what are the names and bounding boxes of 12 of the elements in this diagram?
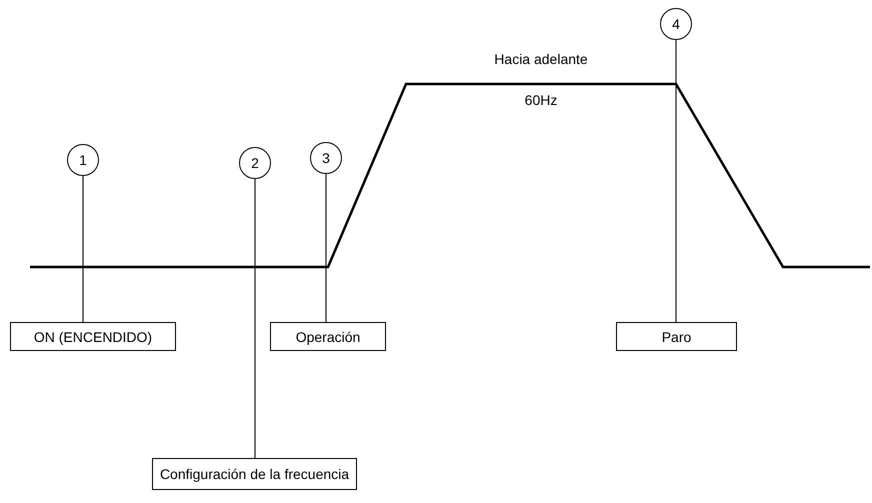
label-box: Operación <box>270 322 386 351</box>
label-box: Paro <box>616 322 737 351</box>
callout-number: 2 <box>239 147 271 179</box>
frequency-label: 60Hz <box>524 92 558 108</box>
callout-number: 1 <box>67 144 99 176</box>
callout-number: 4 <box>660 8 692 40</box>
direction-label: Hacia adelante <box>494 51 588 67</box>
leader-line <box>82 176 84 322</box>
callout-number: 3 <box>310 142 342 174</box>
leader-line <box>254 178 256 458</box>
label-box: Configuración de la frecuencia <box>152 458 357 490</box>
label-box: ON (ENCENDIDO) <box>10 322 176 351</box>
